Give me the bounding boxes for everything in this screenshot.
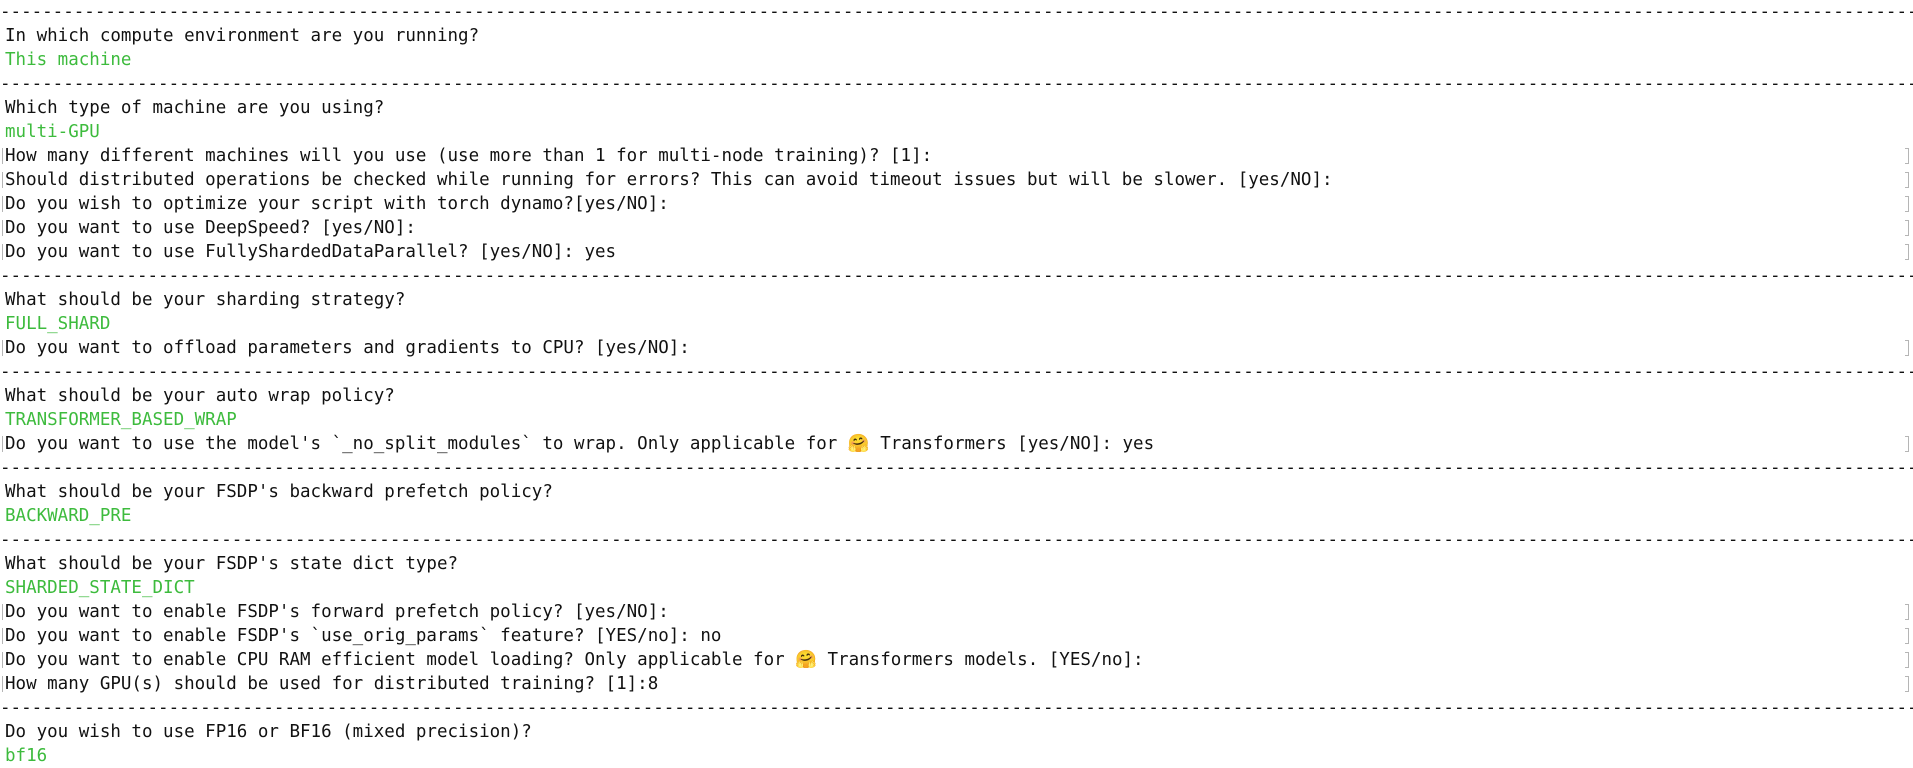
prompt-torch-dynamo: Do you wish to optimize your script with… [0,192,1913,216]
prompt-num-gpus: How many GPU(s) should be used for distr… [0,672,1913,696]
separator-line: ----------------------------------------… [0,362,1913,382]
separator-line: ----------------------------------------… [0,698,1913,718]
prompt-deepspeed: Do you want to use DeepSpeed? [yes/NO]: [0,216,1913,240]
separator-line: ----------------------------------------… [0,74,1913,94]
prompt-distributed-checks: Should distributed operations be checked… [0,168,1913,192]
prompt-use-orig-params: Do you want to enable FSDP's `use_orig_p… [0,624,1913,648]
answer-compute-environment: This machine [5,50,132,70]
answer-sharding-strategy: FULL_SHARD [5,314,111,334]
question-machine-type: Which type of machine are you using? [5,98,385,118]
question-mixed-precision: Do you wish to use FP16 or BF16 (mixed p… [5,722,532,742]
prompt-fsdp: Do you want to use FullyShardedDataParal… [0,240,1913,264]
answer-backward-prefetch: BACKWARD_PRE [5,506,132,526]
answer-auto-wrap-policy: TRANSFORMER_BASED_WRAP [5,410,237,430]
prompt-cpu-ram-efficient-loading: Do you want to enable CPU RAM efficient … [0,648,1913,672]
prompt-no-split-modules: Do you want to use the model's `_no_spli… [0,432,1913,456]
separator-line: ----------------------------------------… [0,458,1913,478]
question-state-dict-type: What should be your FSDP's state dict ty… [5,554,459,574]
prompt-offload-cpu: Do you want to offload parameters and gr… [0,336,1913,360]
question-sharding-strategy: What should be your sharding strategy? [5,290,406,310]
answer-machine-type: multi-GPU [5,122,100,142]
separator-line: ----------------------------------------… [0,530,1913,550]
prompt-num-machines: How many different machines will you use… [0,144,1913,168]
question-backward-prefetch: What should be your FSDP's backward pref… [5,482,553,502]
prompt-forward-prefetch: Do you want to enable FSDP's forward pre… [0,600,1913,624]
separator-line: ----------------------------------------… [0,2,1913,22]
answer-mixed-precision: bf16 [5,746,48,766]
answer-state-dict-type: SHARDED_STATE_DICT [5,578,195,598]
separator-line: ----------------------------------------… [0,266,1913,286]
question-compute-environment: In which compute environment are you run… [5,26,480,46]
question-auto-wrap-policy: What should be your auto wrap policy? [5,386,395,406]
